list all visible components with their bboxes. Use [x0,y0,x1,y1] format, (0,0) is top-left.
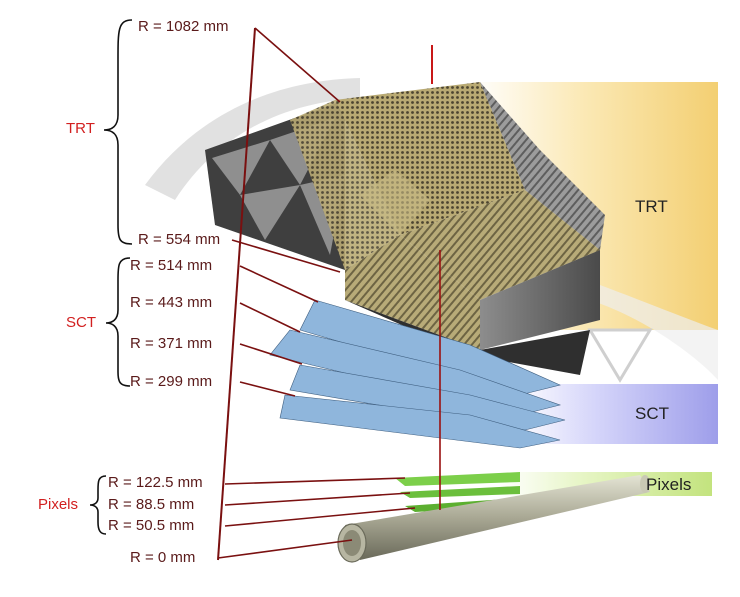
subdetector-pixels-label: Pixels [38,496,79,513]
label-r-514: R = 514 mm [130,257,213,274]
sct-layers [269,299,566,449]
sct-band [510,384,718,444]
label-r-371: R = 371 mm [130,335,213,352]
label-r-554: R = 554 mm [138,231,221,248]
pixels-band-label: Pixels [646,475,692,494]
axis-line-left [217,27,256,561]
trt-block [290,82,605,375]
label-r-1082: R = 1082 mm [138,18,229,35]
label-r-299: R = 299 mm [130,373,213,390]
sct-band-label: SCT [635,404,669,423]
beam-pipe [337,475,650,563]
sct-brace [105,257,131,387]
label-r-50-5: R = 50.5 mm [108,517,195,534]
pixels-brace [89,475,107,535]
braces [89,19,133,535]
leader-lines [217,27,416,559]
subdetector-sct-label: SCT [66,314,96,331]
label-r-0: R = 0 mm [130,549,196,566]
subdetector-trt-label: TRT [66,120,95,137]
label-r-443: R = 443 mm [130,294,213,311]
trt-brace [103,19,133,245]
label-r-122-5: R = 122.5 mm [108,474,203,491]
label-r-88-5: R = 88.5 mm [108,496,195,513]
trt-band-label: TRT [635,197,668,216]
